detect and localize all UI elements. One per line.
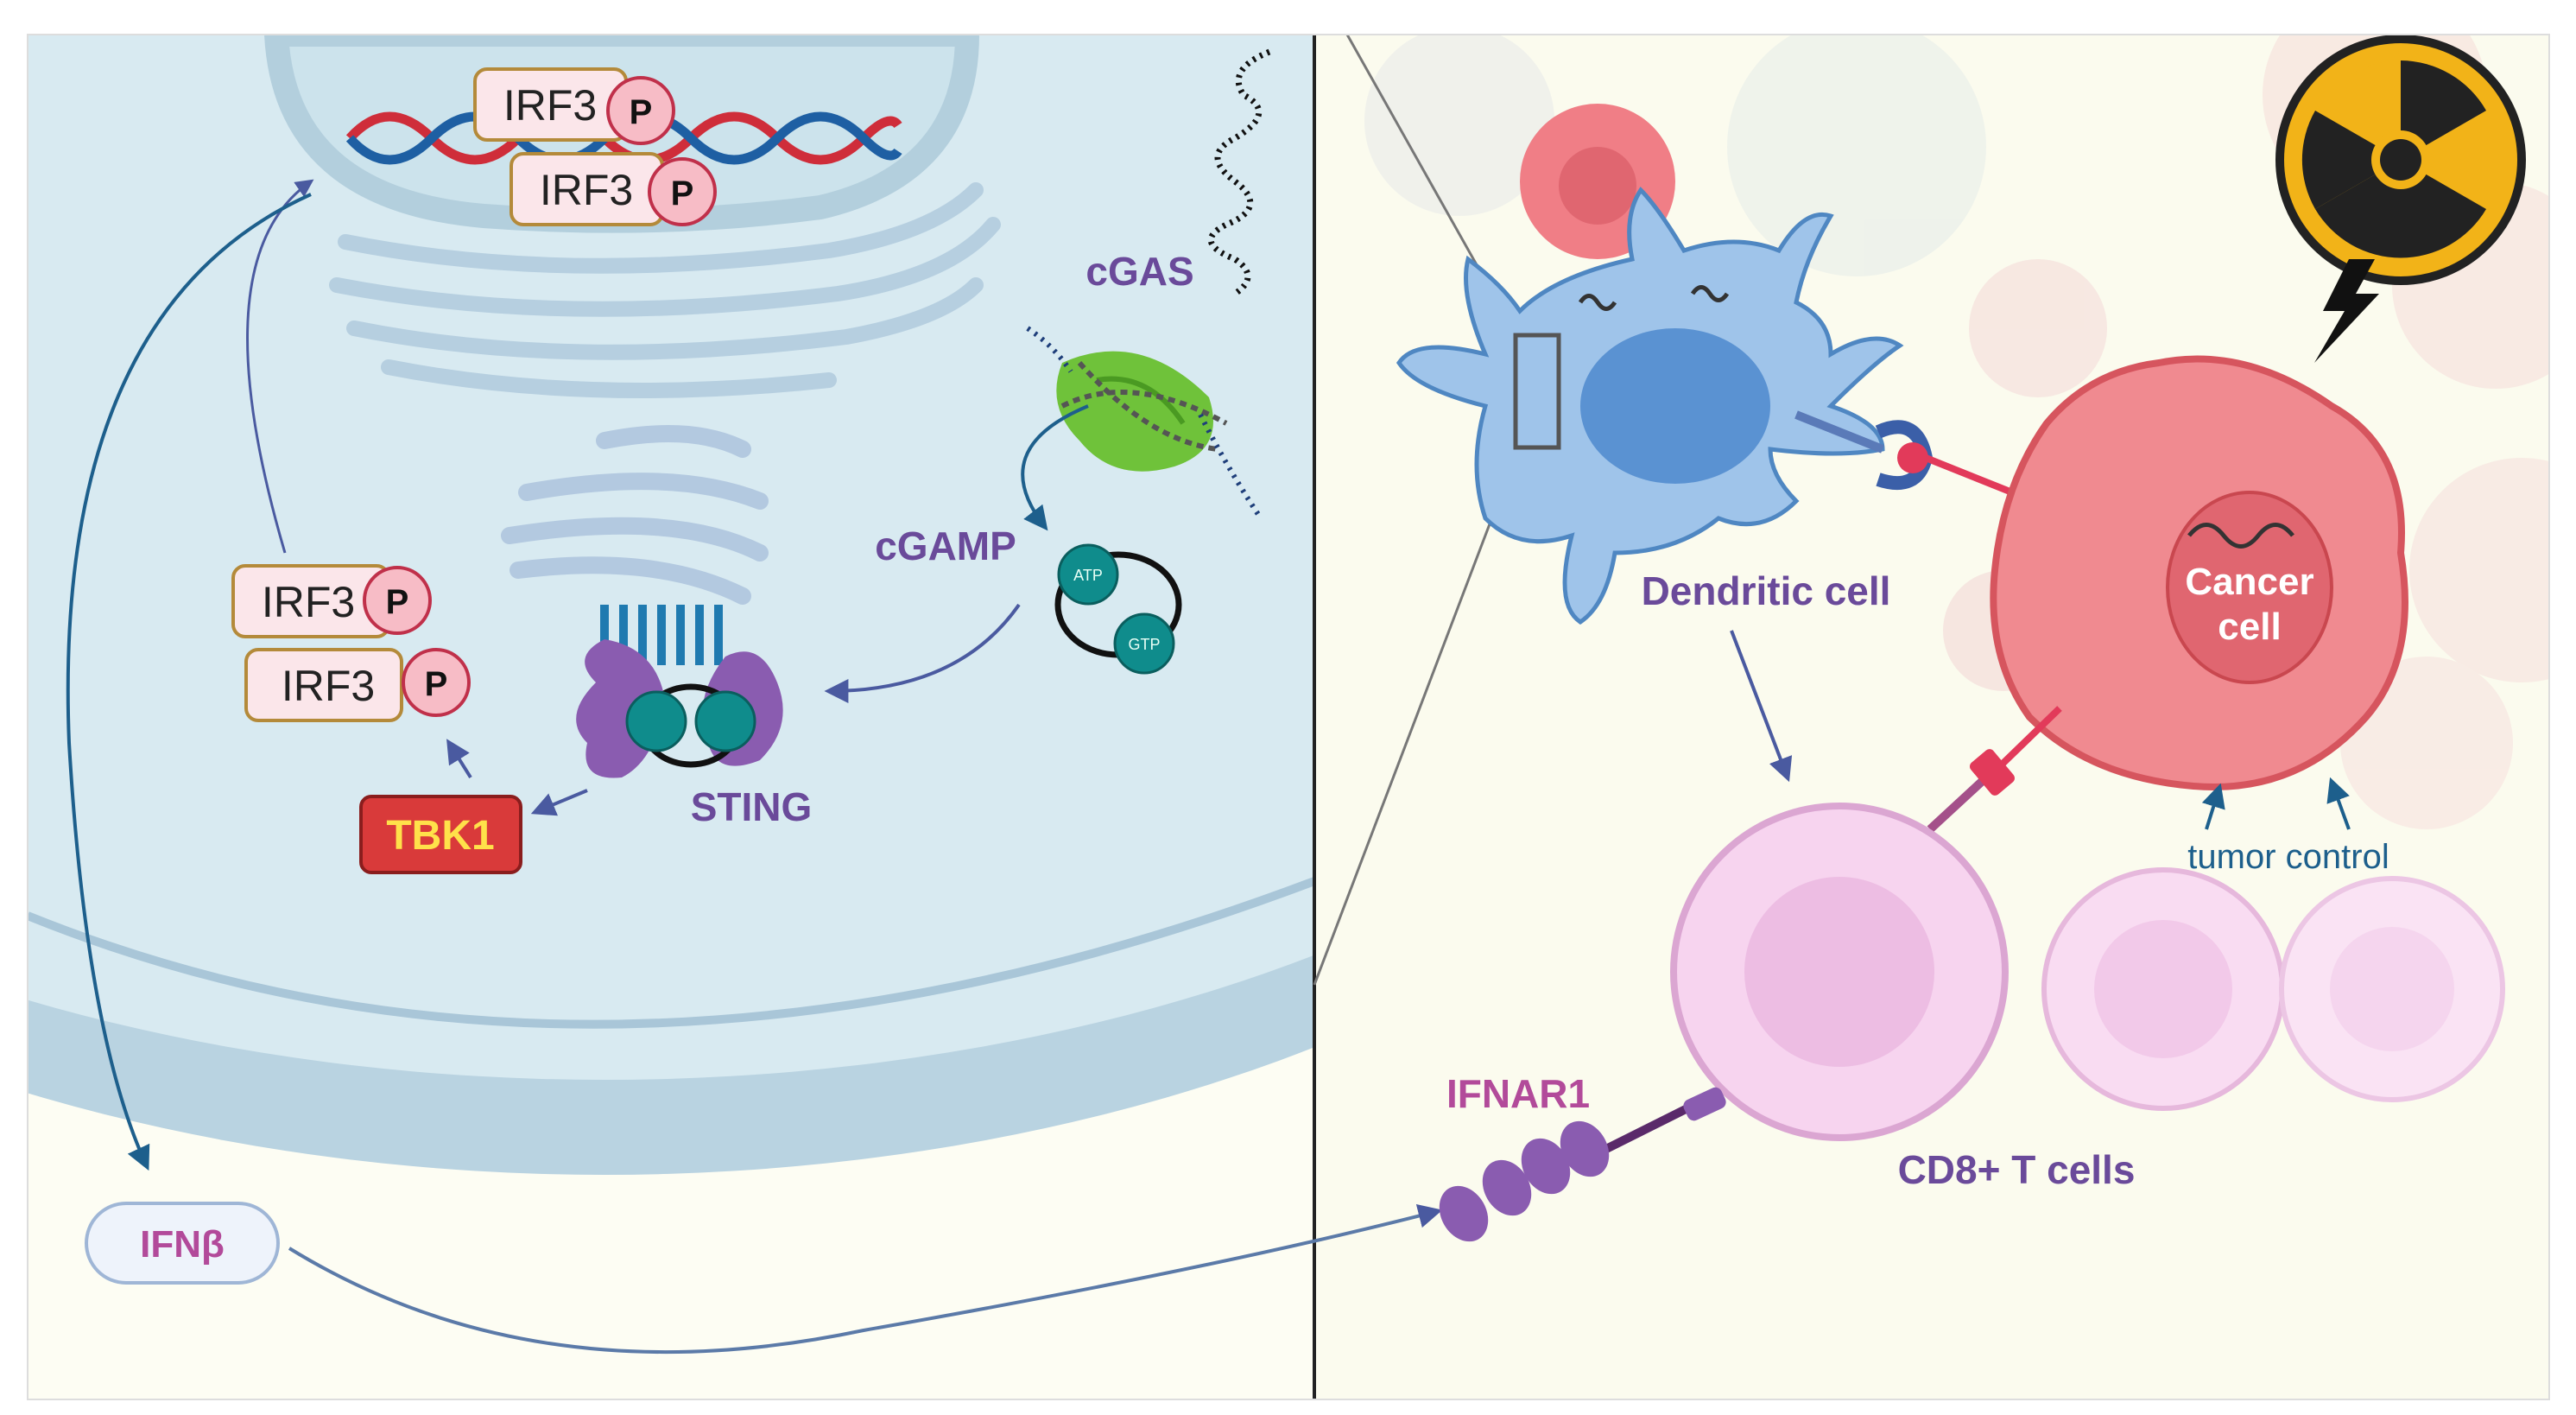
endoplasmic-reticulum [329, 182, 1001, 398]
dendritic-cell [1396, 187, 1904, 625]
zoom-line-bottom [1313, 448, 1520, 986]
irf3-dimer-cytosolic: IRF3 P IRF3 P [231, 564, 471, 722]
phospho-label: P [386, 583, 409, 621]
irf3-cytosolic-bottom: IRF3 P [244, 648, 471, 722]
irf3-label: IRF3 [262, 578, 355, 626]
cd8-t-cells-label: CD8+ T cells [1898, 1147, 2136, 1192]
arrow-cgamp-to-sting [824, 603, 1021, 703]
tumor-control-label: tumor control [2187, 838, 2389, 876]
irf3-label: IRF3 [540, 166, 633, 214]
arrow-sting-to-tbk1 [530, 789, 588, 816]
arrow-dc-to-tcell [1730, 630, 1793, 783]
cd8-t-cell-tertiary [2279, 876, 2505, 1102]
cancer-cell-label-line1: Cancer [2185, 561, 2313, 603]
arrow-tumor-control-2 [2326, 777, 2351, 830]
irf3-label: IRF3 [282, 662, 375, 710]
phospho-label: P [425, 665, 448, 703]
cgas-protein [1026, 326, 1263, 520]
cgas-label: cGAS [1085, 249, 1193, 294]
ifnar1-label: IFNAR1 [1446, 1071, 1590, 1116]
ifnb-pill: IFNβ [85, 1202, 280, 1285]
dendritic-cell-label: Dendritic cell [1642, 568, 1891, 613]
cgamp-label: cGAMP [875, 523, 1016, 568]
lightning-icon [2314, 259, 2379, 363]
tbk1-label: TBK1 [386, 813, 494, 859]
cd8-t-cell-secondary [2041, 867, 2285, 1111]
irf3-label: IRF3 [503, 81, 597, 130]
cgamp-molecule: ATP GTP [1054, 543, 1182, 675]
membrane-line [28, 877, 1314, 1029]
golgi-apparatus [501, 425, 769, 605]
arrow-ifnb-to-ifnar1 [288, 1204, 1443, 1355]
sting-label: STING [691, 784, 813, 829]
irf3-nuclear-bottom: IRF3 P [510, 152, 717, 226]
ifnb-label: IFNβ [140, 1223, 225, 1266]
irf3-nuclear-top: IRF3 P [473, 67, 675, 145]
cd8-t-cell-main [1670, 803, 2009, 1141]
gtp-label: GTP [1128, 636, 1160, 653]
mhc-tcr-interaction [1794, 410, 2014, 496]
arrow-tumor-control-1 [2201, 783, 2225, 830]
tbk1-box: TBK1 [359, 795, 522, 874]
cytoplasm [28, 35, 1314, 1080]
phospho-label: P [630, 93, 653, 131]
atp-label: ATP [1073, 567, 1103, 584]
arrow-cgas-to-cgamp [1021, 404, 1089, 531]
irf3-cytosolic-top: IRF3 P [231, 564, 432, 638]
figure-frame [27, 34, 2550, 1400]
sting-protein [576, 639, 783, 778]
cancer-cell: Cancer cell [1990, 355, 2408, 790]
phospho-label: P [671, 174, 694, 213]
arrow-nucleus-to-ifnb [66, 193, 312, 1171]
arrow-tbk1-to-irf3 [446, 739, 472, 779]
ifnar1-receptor [1439, 1087, 1726, 1242]
cancer-cell-label-line2: cell [2218, 606, 2281, 648]
t-cell-receptor [1927, 706, 2062, 833]
irf3-dimer-nuclear: IRF3 P IRF3 P [473, 67, 717, 226]
zoom-box [1513, 333, 1561, 450]
radiation-icon [2275, 35, 2526, 285]
